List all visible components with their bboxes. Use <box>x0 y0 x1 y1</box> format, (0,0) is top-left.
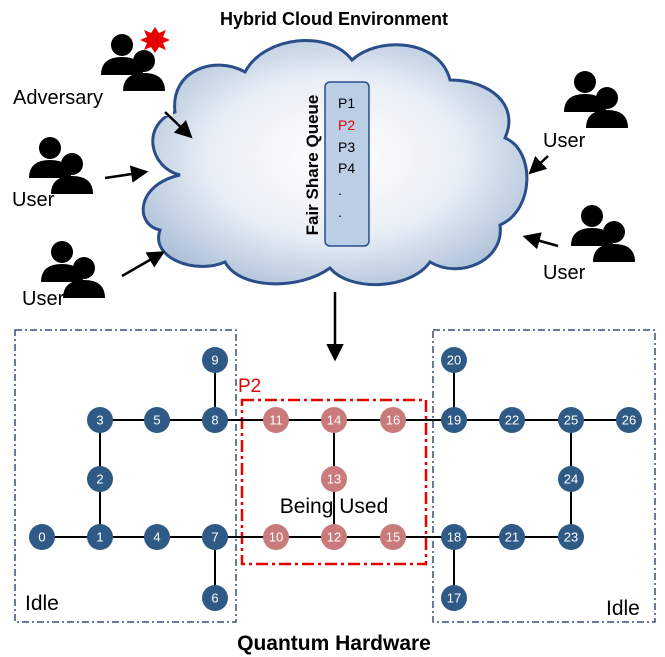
qubit-label-3: 3 <box>96 413 103 428</box>
idle-qubit-8 <box>202 407 228 433</box>
used-qubit-12 <box>321 524 347 550</box>
queue-item: . <box>338 182 342 198</box>
qubit-label-19: 19 <box>447 413 461 428</box>
qubit-label-14: 14 <box>327 413 341 428</box>
queue-item: . <box>338 204 342 220</box>
partition-label: P2 <box>238 376 261 397</box>
qubit-label-9: 9 <box>211 353 218 368</box>
qubit-label-25: 25 <box>564 413 578 428</box>
adversary-label: Adversary <box>13 87 103 109</box>
cloud-title: Hybrid Cloud Environment <box>220 9 448 29</box>
used-qubit-14 <box>321 407 347 433</box>
qubit-label-26: 26 <box>622 413 636 428</box>
adversary-arrow <box>164 111 193 139</box>
idle-qubit-19 <box>441 407 467 433</box>
user-left-2-label: User <box>22 288 65 310</box>
request-arrows <box>104 111 559 362</box>
user-right-1-figure: User <box>543 60 640 155</box>
partition-p2-box <box>240 398 428 566</box>
qubit-label-18: 18 <box>447 530 461 545</box>
idle-qubit-0 <box>29 524 55 550</box>
idle-qubit-23 <box>558 524 584 550</box>
idle-qubit-21 <box>499 524 525 550</box>
idle-qubit-1 <box>87 524 113 550</box>
qubit-label-1: 1 <box>96 530 103 545</box>
idle-qubit-20 <box>441 347 467 373</box>
queue-label: Fair Share Queue <box>303 95 322 236</box>
user-right-1-label: User <box>543 130 586 152</box>
qubit-label-12: 12 <box>327 530 341 545</box>
idle-left-label: Idle <box>25 592 59 615</box>
qubit-label-20: 20 <box>447 353 461 368</box>
used-qubit-13 <box>321 466 347 492</box>
idle-region-right <box>432 329 656 623</box>
queue-item: P3 <box>338 139 355 155</box>
idle-qubit-2 <box>87 466 113 492</box>
qubit-label-2: 2 <box>96 472 103 487</box>
user-right-2-arrow <box>522 232 559 250</box>
qubit-label-6: 6 <box>211 591 218 606</box>
used-qubit-16 <box>380 407 406 433</box>
qubit-label-4: 4 <box>153 530 160 545</box>
qubit-label-13: 13 <box>327 472 341 487</box>
user-left-2-figure: User <box>22 230 120 325</box>
qubit-label-0: 0 <box>38 530 45 545</box>
qubit-label-15: 15 <box>386 530 400 545</box>
user-left-1-figure: User <box>12 125 100 223</box>
qubit-label-23: 23 <box>564 530 578 545</box>
qubit-label-5: 5 <box>153 413 160 428</box>
idle-qubit-26 <box>616 407 642 433</box>
idle-qubit-6 <box>202 585 228 611</box>
idle-qubit-5 <box>144 407 170 433</box>
idle-qubit-4 <box>144 524 170 550</box>
user-right-2-label: User <box>543 262 586 284</box>
idle-qubit-3 <box>87 407 113 433</box>
hardware-title: Quantum Hardware <box>237 632 431 655</box>
queue-item: P4 <box>338 160 355 176</box>
qubit-label-8: 8 <box>211 413 218 428</box>
used-qubit-15 <box>380 524 406 550</box>
idle-qubit-18 <box>441 524 467 550</box>
explosion-icon <box>140 27 170 53</box>
qubit-label-17: 17 <box>447 591 461 606</box>
user-left-2-arrow <box>121 251 166 278</box>
qubit-label-21: 21 <box>505 530 519 545</box>
adversary-figure: Adversary <box>13 18 173 116</box>
idle-qubit-25 <box>558 407 584 433</box>
user-left-1-arrow <box>104 165 149 183</box>
idle-region-left <box>14 329 237 623</box>
user-right-1-arrow <box>528 155 549 175</box>
qubit-label-16: 16 <box>386 413 400 428</box>
idle-right-label: Idle <box>606 597 640 620</box>
qubit-label-10: 10 <box>269 530 283 545</box>
qubit-label-22: 22 <box>505 413 519 428</box>
qubit-label-7: 7 <box>211 530 218 545</box>
idle-qubit-24 <box>558 466 584 492</box>
qubit-label-24: 24 <box>564 472 578 487</box>
qubit-label-11: 11 <box>269 413 283 428</box>
in-use-label-bg <box>268 492 396 518</box>
queue-item: P2 <box>338 117 355 133</box>
used-qubit-11 <box>263 407 289 433</box>
user-left-1-label: User <box>12 189 55 211</box>
idle-qubit-17 <box>441 585 467 611</box>
idle-qubit-9 <box>202 347 228 373</box>
queue-box <box>324 81 370 247</box>
used-qubit-10 <box>263 524 289 550</box>
idle-qubit-7 <box>202 524 228 550</box>
idle-qubit-22 <box>499 407 525 433</box>
queue-item: P1 <box>338 95 355 111</box>
user-right-2-figure: User <box>543 195 655 295</box>
